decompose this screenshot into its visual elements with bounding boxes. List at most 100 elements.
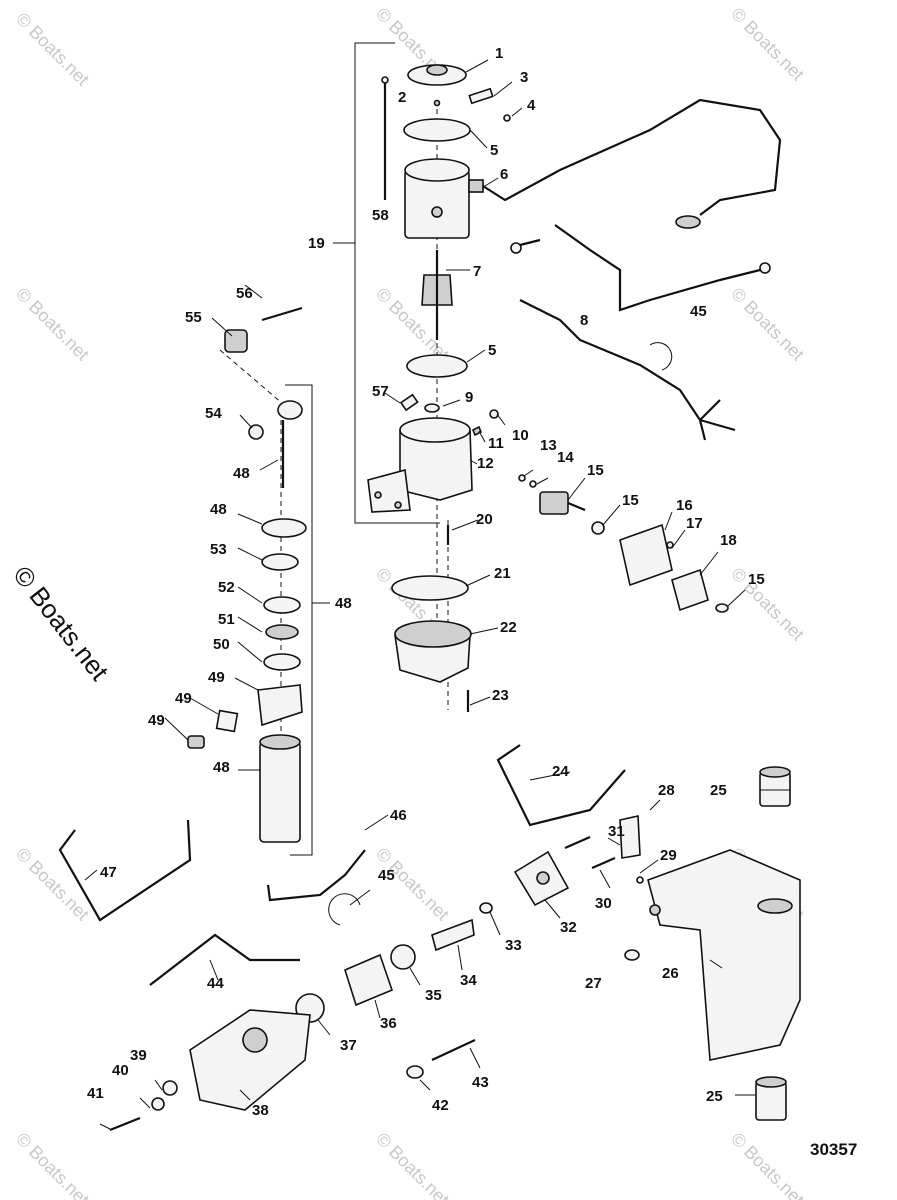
watermark: © Boats.net xyxy=(727,564,808,645)
clamp-49 xyxy=(257,684,303,727)
watermark: © Boats.net xyxy=(372,1129,453,1200)
callout-41: 41 xyxy=(87,1085,104,1102)
o-ring-50 xyxy=(263,653,301,671)
washer-13 xyxy=(518,474,526,482)
callout-52: 52 xyxy=(218,579,235,596)
callout-25: 25 xyxy=(710,782,727,799)
callout-10: 10 xyxy=(512,427,529,444)
bushing-25-bottom-rim xyxy=(755,1076,787,1088)
o-ring-33 xyxy=(479,902,493,914)
watermark: © Boats.net xyxy=(727,4,808,85)
line-46 xyxy=(266,849,366,902)
callout-7: 7 xyxy=(473,263,481,280)
callout-27: 27 xyxy=(585,975,602,992)
piston-48 xyxy=(261,518,307,538)
callout-18: 18 xyxy=(720,532,737,549)
callout-49: 49 xyxy=(208,669,225,686)
callout-26: 26 xyxy=(662,965,679,982)
callout-12: 12 xyxy=(477,455,494,472)
mount-bracket-bore xyxy=(757,898,793,914)
callout-29: 29 xyxy=(660,847,677,864)
ball xyxy=(433,99,441,107)
callout-28: 28 xyxy=(658,782,675,799)
callout-17: 17 xyxy=(686,515,703,532)
washer xyxy=(424,403,440,413)
callout-32: 32 xyxy=(560,919,577,936)
o-ring-52 xyxy=(263,596,301,614)
callout-40: 40 xyxy=(112,1062,129,1079)
harness-lead xyxy=(554,224,761,312)
plate-16 xyxy=(619,523,673,587)
bracket-hole xyxy=(649,904,661,916)
bolt-43 xyxy=(431,1039,476,1061)
callout-48: 48 xyxy=(213,759,230,776)
bracket-48 xyxy=(285,384,313,856)
callout-34: 34 xyxy=(460,972,477,989)
bushing-55 xyxy=(224,329,248,353)
o-ring-21 xyxy=(391,575,469,601)
callout-labels: 1 3 2 4 5 6 58 19 7 56 55 8 45 5 57 9 54… xyxy=(87,45,765,1119)
harness-branch xyxy=(519,299,701,421)
callout-19: 19 xyxy=(308,235,325,252)
bushing-25-top-rim xyxy=(759,766,791,778)
cylinder-sleeve-36 xyxy=(344,953,393,1007)
drawing-number: 30357 xyxy=(810,1140,857,1159)
trim-ram-group xyxy=(187,306,307,843)
cylinder-48 xyxy=(259,741,301,843)
rod-eye xyxy=(277,400,303,420)
watermark-large: © Boats.net xyxy=(7,560,115,686)
callout-48: 48 xyxy=(233,465,250,482)
o-ring-lower xyxy=(406,354,468,378)
callout-14: 14 xyxy=(557,449,574,466)
line-24 xyxy=(496,744,626,827)
callout-39: 39 xyxy=(130,1047,147,1064)
solenoid-valve xyxy=(539,491,569,515)
o-ring-15 xyxy=(715,603,729,613)
watermark: © Boats.net xyxy=(372,844,453,925)
callout-5: 5 xyxy=(488,342,496,359)
nut-54 xyxy=(248,424,264,440)
callout-50: 50 xyxy=(213,636,230,653)
pump-base-top xyxy=(399,417,471,443)
flange-bolt xyxy=(394,501,402,509)
callout-30: 30 xyxy=(595,895,612,912)
callout-8: 8 xyxy=(580,312,588,329)
callout-35: 35 xyxy=(425,987,442,1004)
callout-5: 5 xyxy=(490,142,498,159)
callout-15: 15 xyxy=(587,462,604,479)
pin-11 xyxy=(471,425,483,437)
callout-13: 13 xyxy=(540,437,557,454)
callout-54: 54 xyxy=(205,405,222,422)
nut-40 xyxy=(151,1097,165,1111)
mount-bracket-26 xyxy=(647,849,801,1061)
screw-17 xyxy=(666,541,674,549)
motor-assembly xyxy=(367,64,511,513)
callout-24: 24 xyxy=(552,763,569,780)
callout-23: 23 xyxy=(492,687,509,704)
valve-body-group xyxy=(109,815,641,1132)
callout-33: 33 xyxy=(505,937,522,954)
callout-48: 48 xyxy=(335,595,352,612)
reservoir-group xyxy=(391,525,472,712)
nut-15 xyxy=(591,521,605,535)
callout-20: 20 xyxy=(476,511,493,528)
flange-bolt xyxy=(374,491,382,499)
callout-6: 6 xyxy=(500,166,508,183)
harness-tails xyxy=(698,399,736,441)
callout-15: 15 xyxy=(748,571,765,588)
callout-37: 37 xyxy=(340,1037,357,1054)
pump-mount-flange xyxy=(367,468,411,513)
callout-31: 31 xyxy=(608,823,625,840)
callout-47: 47 xyxy=(100,864,117,881)
callout-38: 38 xyxy=(252,1102,269,1119)
callout-49: 49 xyxy=(175,690,192,707)
callout-48: 48 xyxy=(210,501,227,518)
callout-2: 2 xyxy=(398,89,406,106)
callout-46: 46 xyxy=(390,807,407,824)
bolt-41 xyxy=(109,1116,141,1132)
callout-4: 4 xyxy=(527,97,536,114)
wire-grommet xyxy=(468,179,484,193)
watermark: © Boats.net xyxy=(12,284,93,365)
retainer-clip-45a xyxy=(649,342,673,371)
